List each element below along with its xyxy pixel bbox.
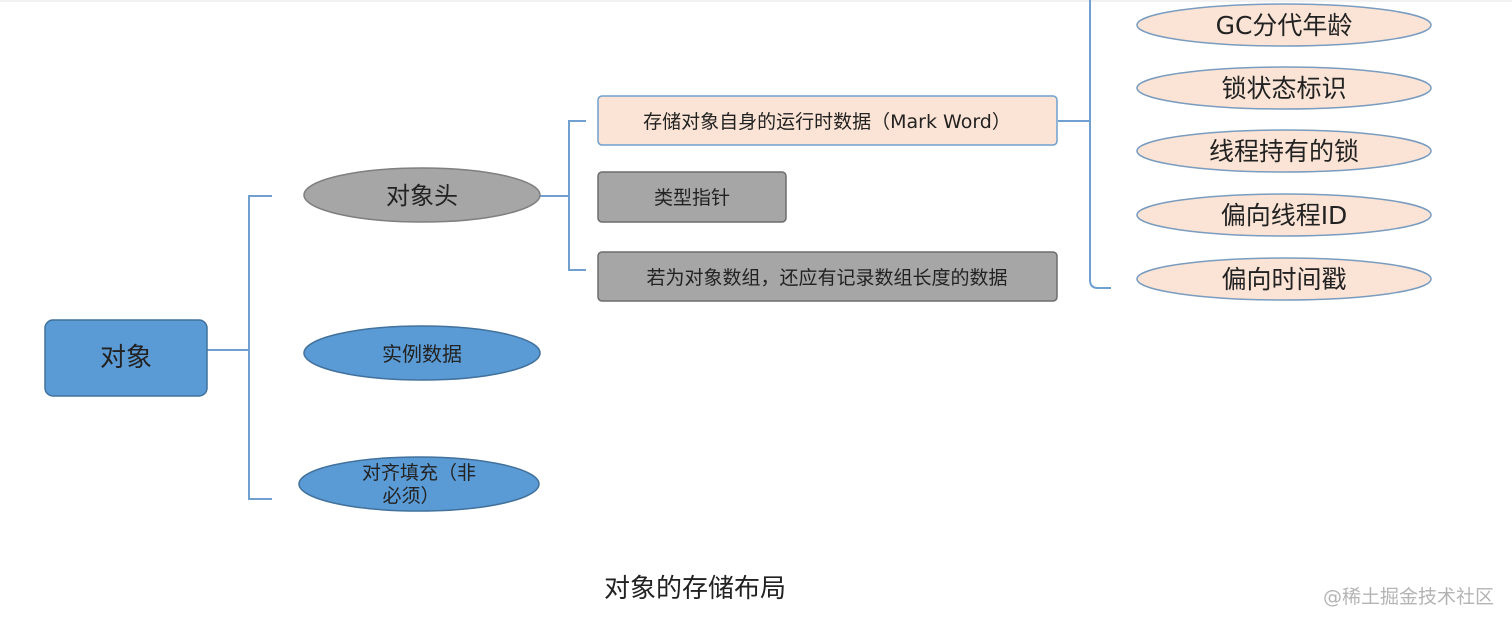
mark-word-shape [597, 95, 1058, 146]
lock-state-label: 锁状态标识 [1221, 74, 1346, 103]
lock-state-node[interactable]: 锁状态标识 [1136, 66, 1432, 110]
mark-word-label: 存储对象自身的运行时数据（Mark Word） [643, 111, 1011, 133]
object-header-shape [303, 167, 541, 223]
root-bracket-connector [207, 195, 272, 500]
instance-data-shape [303, 325, 541, 381]
thread-lock-shape [1136, 129, 1432, 173]
watermark-text: @稀土掘金技术社区 [1322, 586, 1494, 608]
bias-thread-id-label: 偏向线程ID [1221, 201, 1348, 230]
gc-age-node[interactable]: GC分代年龄 [1136, 3, 1432, 47]
object-header-label: 对象头 [386, 182, 458, 210]
thread-lock-label: 线程持有的锁 [1209, 137, 1359, 166]
padding-node[interactable]: 对齐填充（非 必须） [298, 456, 540, 512]
object-header-node[interactable]: 对象头 [303, 167, 541, 223]
lock-state-shape [1136, 66, 1432, 110]
bias-timestamp-label: 偏向时间戳 [1221, 265, 1346, 294]
instance-data-node[interactable]: 实例数据 [303, 325, 541, 381]
array-length-label: 若为对象数组，还应有记录数组长度的数据 [646, 267, 1007, 289]
instance-data-label: 实例数据 [382, 342, 462, 366]
gc-age-shape [1136, 3, 1432, 47]
padding-shape [298, 456, 540, 512]
markword-bracket-connector [1058, 0, 1111, 289]
diagram-caption: 对象的存储布局 [603, 574, 786, 604]
type-pointer-label: 类型指针 [654, 187, 730, 209]
header-bracket-connector [540, 120, 586, 271]
array-length-shape [597, 251, 1058, 302]
type-pointer-node[interactable]: 类型指针 [597, 171, 787, 223]
thread-lock-node[interactable]: 线程持有的锁 [1136, 129, 1432, 173]
bias-thread-id-shape [1136, 193, 1432, 237]
array-length-node[interactable]: 若为对象数组，还应有记录数组长度的数据 [597, 251, 1058, 302]
root-node-shape [44, 319, 208, 397]
root-node[interactable]: 对象 [44, 319, 208, 397]
bias-timestamp-node[interactable]: 偏向时间戳 [1136, 257, 1432, 301]
padding-label-line2: 必须） [382, 485, 439, 507]
bias-timestamp-shape [1136, 257, 1432, 301]
mark-word-node[interactable]: 存储对象自身的运行时数据（Mark Word） [597, 95, 1058, 146]
padding-label-line1: 对齐填充（非 [362, 462, 476, 484]
bias-thread-id-node[interactable]: 偏向线程ID [1136, 193, 1432, 237]
type-pointer-shape [597, 171, 787, 223]
gc-age-label: GC分代年龄 [1216, 11, 1353, 40]
root-node-label: 对象 [100, 343, 152, 373]
